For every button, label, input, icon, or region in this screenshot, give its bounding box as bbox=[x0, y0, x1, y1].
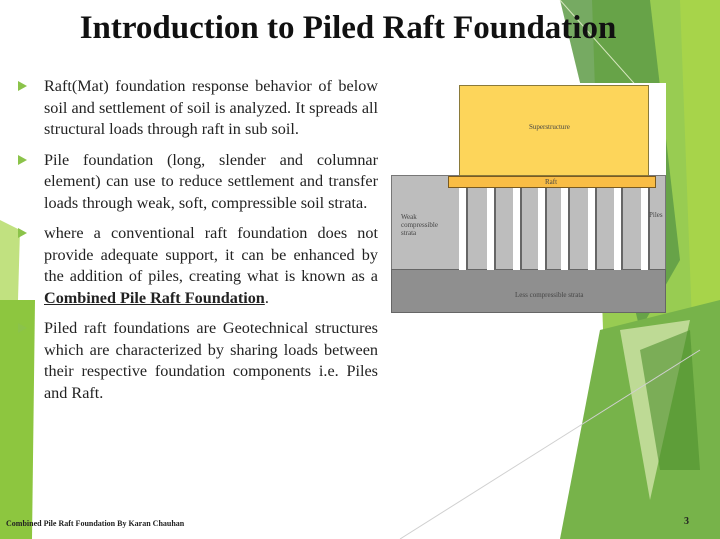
bullet-arrow-icon bbox=[18, 323, 27, 333]
bullet-item: Piled raft foundations are Geotechnical … bbox=[18, 318, 378, 404]
bullet-text: Piled raft foundations are Geotechnical … bbox=[44, 319, 378, 402]
bullet-arrow-icon bbox=[18, 81, 27, 91]
bullet-text: . bbox=[264, 288, 269, 307]
bullet-item: Pile foundation (long, slender and colum… bbox=[18, 150, 378, 215]
superstructure-block bbox=[459, 85, 649, 176]
piles-label: Piles bbox=[649, 211, 663, 219]
pile bbox=[641, 188, 650, 270]
pile bbox=[588, 188, 597, 270]
pile bbox=[513, 188, 522, 270]
pile bbox=[487, 188, 496, 270]
superstructure-label: Superstructure bbox=[529, 123, 570, 131]
bullet-item: Raft(Mat) foundation response behavior o… bbox=[18, 76, 378, 141]
bullet-item: where a conventional raft foundation doe… bbox=[18, 223, 378, 309]
pile bbox=[614, 188, 623, 270]
less-strata-label: Less compressible strata bbox=[515, 291, 584, 299]
bullet-text: where a conventional raft foundation doe… bbox=[44, 224, 378, 285]
pile bbox=[538, 188, 547, 270]
bullet-arrow-icon bbox=[18, 228, 27, 238]
less-compressible-layer bbox=[391, 269, 666, 313]
raft-slab bbox=[448, 176, 656, 188]
slide-title: Introduction to Piled Raft Foundation bbox=[79, 10, 617, 46]
bullet-arrow-icon bbox=[18, 154, 27, 165]
page-number: 3 bbox=[684, 516, 689, 527]
pile bbox=[459, 188, 468, 270]
emphasis-text: Combined Pile Raft Foundation bbox=[44, 288, 265, 307]
pile bbox=[561, 188, 570, 270]
piled-raft-diagram: Superstructure Raft Weak compressible st… bbox=[391, 83, 666, 313]
bullet-text: Raft(Mat) foundation response behavior o… bbox=[44, 77, 378, 138]
bullet-text: Pile foundation (long, slender and colum… bbox=[44, 150, 378, 212]
bullet-list: Raft(Mat) foundation response behavior o… bbox=[18, 76, 378, 413]
weak-strata-label: Weak compressible strata bbox=[401, 213, 438, 237]
raft-label: Raft bbox=[545, 178, 558, 186]
slide-footer: Combined Pile Raft Foundation By Karan C… bbox=[6, 519, 185, 528]
